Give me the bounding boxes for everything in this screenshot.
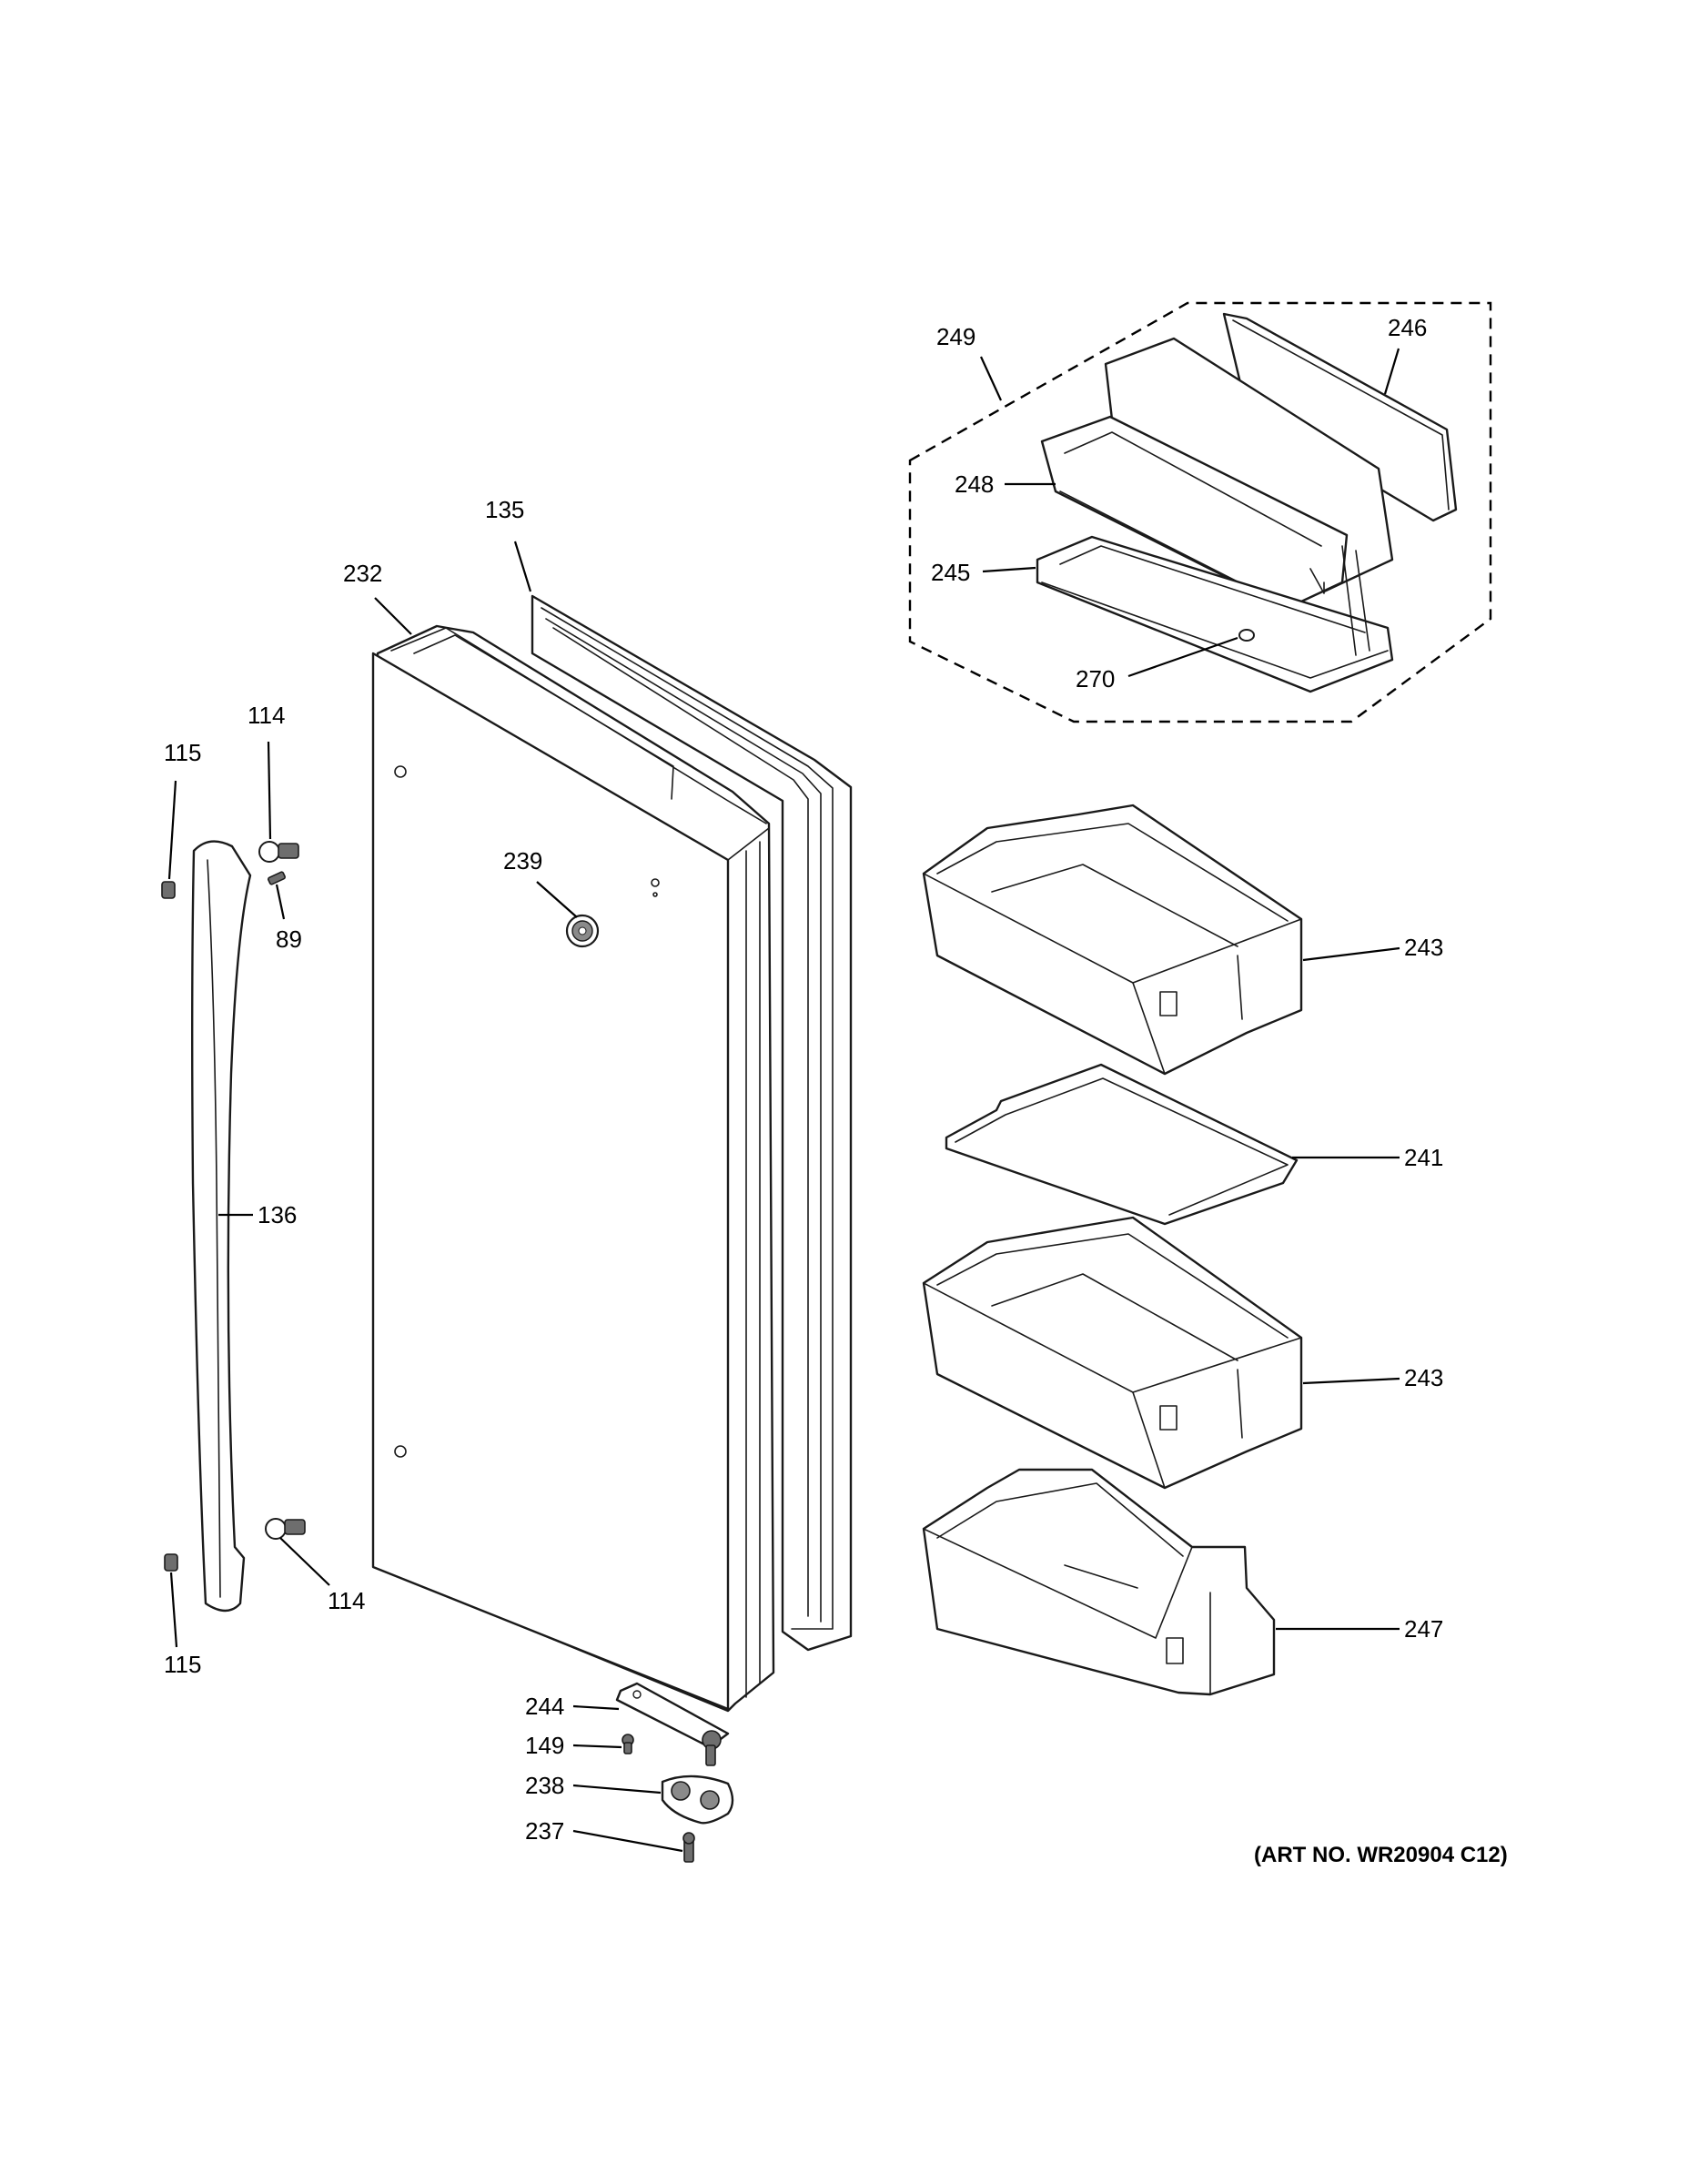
leader-115-bottom [169, 1572, 178, 1648]
callout-232[interactable]: 232 [343, 560, 382, 587]
art-number: (ART NO. WR20904 C12) [1254, 1843, 1508, 1867]
door-assembly[interactable] [371, 624, 775, 1713]
leader-135 [513, 541, 532, 592]
leader-239 [536, 881, 578, 918]
callout-136[interactable]: 136 [258, 1201, 297, 1228]
handle-stud-bottom[interactable] [265, 1518, 306, 1540]
gallon-bin[interactable] [922, 1468, 1276, 1696]
callout-239[interactable]: 239 [503, 847, 542, 875]
dairy-shelf[interactable] [1036, 535, 1394, 693]
leader-237 [572, 1829, 683, 1853]
leader-246 [1383, 348, 1400, 395]
leader-89 [275, 884, 286, 920]
leader-232 [374, 597, 412, 635]
callout-135[interactable]: 135 [485, 496, 524, 523]
handle-setscrew-top[interactable] [161, 881, 176, 899]
leader-249 [980, 356, 1002, 401]
callout-247[interactable]: 247 [1404, 1615, 1443, 1643]
callouts: 136 115 115 114 114 89 232 135 239 249 2… [164, 314, 1443, 1845]
callout-270[interactable]: 270 [1076, 665, 1115, 693]
leader-244 [572, 1704, 620, 1711]
callout-243-lower[interactable]: 243 [1404, 1364, 1443, 1391]
callout-248[interactable]: 248 [955, 470, 994, 498]
callout-245[interactable]: 245 [931, 559, 970, 586]
leader-115-top [167, 780, 177, 880]
callout-246[interactable]: 246 [1388, 314, 1427, 341]
callout-115-top[interactable]: 115 [164, 739, 201, 766]
badge-logo[interactable] [565, 914, 600, 948]
door-bin-upper[interactable] [922, 804, 1303, 1076]
leader-243-lower [1302, 1377, 1400, 1385]
door-gasket[interactable] [531, 594, 853, 1652]
leader-270 [1127, 636, 1238, 678]
door-bin-lower[interactable] [922, 1216, 1303, 1490]
leader-243-upper [1302, 946, 1400, 962]
callout-243-upper[interactable]: 243 [1404, 934, 1443, 961]
handle-setscrew-bottom[interactable] [164, 1553, 178, 1572]
leader-238 [572, 1784, 662, 1795]
leader-114-top [267, 741, 272, 840]
leader-245 [982, 566, 1036, 573]
callout-114-bottom[interactable]: 114 [328, 1587, 365, 1614]
callout-115-bottom[interactable]: 115 [164, 1651, 201, 1678]
callout-149[interactable]: 149 [525, 1732, 564, 1759]
leader-114-bottom [279, 1537, 330, 1586]
hinge-screw[interactable] [622, 1734, 634, 1754]
callout-249[interactable]: 249 [936, 323, 975, 350]
leader-149 [572, 1744, 622, 1749]
stud-screw[interactable] [268, 871, 286, 885]
handle-stud-top[interactable] [258, 841, 299, 863]
leader-lines [167, 348, 1400, 1853]
hinge-bracket[interactable] [661, 1774, 734, 1825]
callout-114-top[interactable]: 114 [248, 702, 285, 729]
hinge-bottom[interactable] [615, 1682, 730, 1766]
dairy-bin[interactable] [1040, 337, 1394, 610]
callout-237[interactable]: 237 [525, 1817, 564, 1845]
handle[interactable] [191, 840, 252, 1613]
dairy-assembly-boundary [908, 301, 1492, 723]
dairy-magnet[interactable] [1238, 629, 1255, 642]
callout-238[interactable]: 238 [525, 1772, 564, 1799]
callout-241[interactable]: 241 [1404, 1144, 1443, 1171]
callout-244[interactable]: 244 [525, 1693, 564, 1720]
bracket-screw[interactable] [682, 1832, 695, 1863]
callout-89[interactable]: 89 [276, 925, 302, 953]
bin-shelf[interactable] [945, 1063, 1299, 1226]
